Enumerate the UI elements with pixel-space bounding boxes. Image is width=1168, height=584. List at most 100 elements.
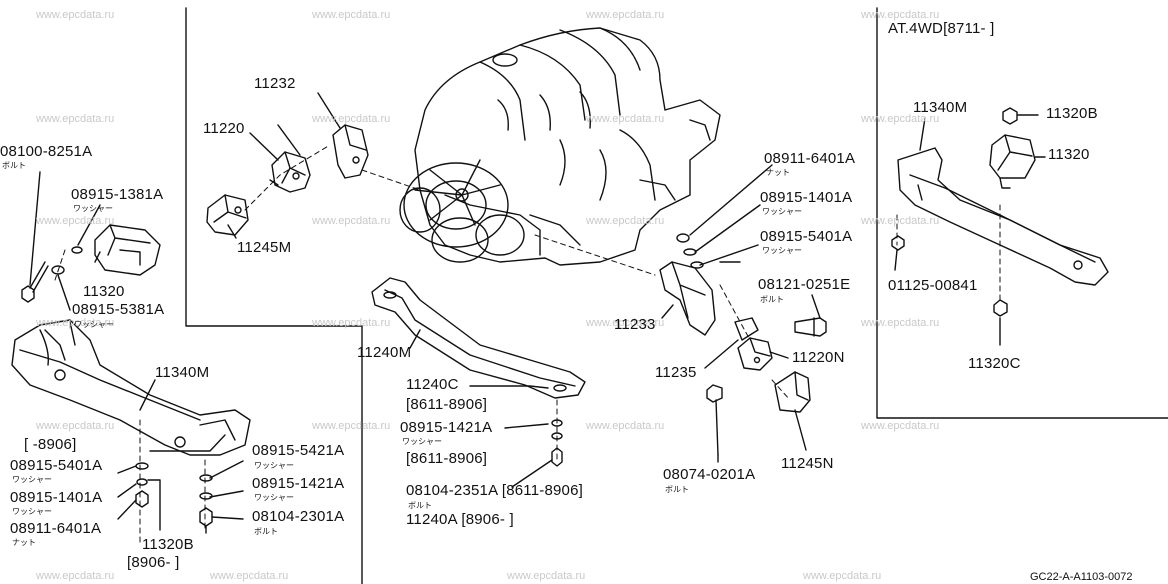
inset-nut-11320b [1002,107,1018,125]
diagram-code: GC22-A-A1103-0072 [1030,571,1133,583]
date-range-label: [8906- ] [127,554,180,571]
watermark: www.epcdata.ru [312,420,391,432]
watermark: www.epcdata.ru [861,113,940,125]
watermark: www.epcdata.ru [507,570,586,582]
watermark: www.epcdata.ru [36,317,115,329]
left-panel-border [185,7,363,584]
part-label-08121-0251e: 08121-0251E [758,276,851,293]
part-label-08911-6401a: 08911-6401A [10,520,102,537]
part-label-11240c: 11240C [406,376,459,393]
part-sublabel: ワッシャー [402,437,442,446]
inset-title: AT.4WD[8711- ] [888,20,995,37]
watermark: www.epcdata.ru [861,215,940,227]
watermark: www.epcdata.ru [861,420,940,432]
mount-11320-left [94,224,161,276]
date-range-label: [8611-8906] [406,396,488,413]
part-label-08915-1421a: 08915-1421A [252,475,345,492]
part-sublabel: ボルト [2,161,26,170]
part-label-11340m: 11340M [155,364,210,381]
part-label-11240a: 11240A [8906- ] [406,511,514,528]
bolt-08121-0251e [794,317,827,337]
watermark: www.epcdata.ru [861,317,940,329]
watermark: www.epcdata.ru [36,215,115,227]
crossmember-11240m [371,277,586,399]
watermark: www.epcdata.ru [803,570,882,582]
part-label-08074-0201a: 08074-0201A [663,466,756,483]
part-sublabel: ワッシャー [762,246,802,255]
engine-block [399,27,721,266]
part-sublabel: ワッシャー [12,507,52,516]
watermark: www.epcdata.ru [312,317,391,329]
watermark: www.epcdata.ru [312,113,391,125]
watermark: www.epcdata.ru [312,215,391,227]
part-sublabel: ワッシャー [73,204,113,213]
part-sublabel: ワッシャー [12,475,52,484]
part-label-11320b-inset: 11320B [1046,105,1098,122]
watermark: www.epcdata.ru [210,570,289,582]
watermark: www.epcdata.ru [861,9,940,21]
date-range-label: [8611-8906] [406,450,488,467]
part-label-11245n: 11245N [781,455,834,472]
part-sublabel: ボルト [665,485,689,494]
part-label-08915-5421a: 08915-5421A [252,442,345,459]
inset-nut-11320c [993,299,1008,317]
part-label-11320b: 11320B [142,536,194,553]
bracket-11233 [659,261,716,336]
part-label-11320-inset: 11320 [1048,146,1090,163]
insulator-11220n [737,337,773,371]
part-label-08100-8251a: 08100-8251A [0,143,93,160]
inset-crossmember-11340m [897,147,1109,286]
inset-border [876,7,1168,419]
part-label-11240m: 11240M [357,344,412,361]
part-sublabel: ボルト [254,527,278,536]
part-sublabel: ワッシャー [74,320,114,329]
watermark: www.epcdata.ru [36,420,115,432]
watermark: www.epcdata.ru [36,570,115,582]
watermark: www.epcdata.ru [586,420,665,432]
inset-bolt-01125 [891,235,905,251]
part-label-08915-5401a-right: 08915-5401A [760,228,853,245]
part-label-11235: 11235 [655,364,697,381]
part-label-08915-1401a-right: 08915-1401A [760,189,853,206]
crossmember-11340m-left [11,319,251,456]
bolt-08100-8251a [21,261,49,303]
watermark: www.epcdata.ru [36,9,115,21]
inset-mount-11320 [989,134,1036,189]
watermark: www.epcdata.ru [586,9,665,21]
part-label-08915-5401a: 08915-5401A [10,457,103,474]
part-label-11220n: 11220N [792,349,845,366]
part-sublabel: ボルト [408,501,432,510]
bracket-11232 [332,124,369,179]
bolt-08074-0201a [706,384,723,456]
date-range-label: [ -8906] [24,436,77,453]
part-label-11320: 11320 [83,283,125,300]
watermark: www.epcdata.ru [586,113,665,125]
part-label-11320c-inset: 11320C [968,355,1021,372]
part-label-11232: 11232 [254,75,296,92]
part-label-08911-6401a-right: 08911-6401A [764,150,856,167]
part-label-11340m-inset: 11340M [913,99,968,116]
part-label-11220: 11220 [203,120,245,137]
part-label-08915-1381a: 08915-1381A [71,186,164,203]
part-label-08104-2301a: 08104-2301A [252,508,345,525]
part-label-08104-2351a: 08104-2351A [8611-8906] [406,482,583,499]
bracket-11245m [206,194,249,236]
watermark: www.epcdata.ru [312,9,391,21]
part-label-08915-1421a-center: 08915-1421A [400,419,493,436]
watermark: www.epcdata.ru [36,113,115,125]
bracket-11245n [774,371,811,413]
part-sublabel: ナット [766,168,790,177]
watermark: www.epcdata.ru [586,215,665,227]
part-sublabel: ボルト [760,295,784,304]
part-sublabel: ナット [12,538,36,547]
part-sublabel: ワッシャー [254,461,294,470]
watermark: www.epcdata.ru [586,317,665,329]
part-label-01125-00841: 01125-00841 [888,277,978,294]
part-label-08915-5381a: 08915-5381A [72,301,165,318]
part-label-11233: 11233 [614,316,656,333]
part-label-11245m: 11245M [237,239,292,256]
plate-11235 [734,317,759,341]
part-sublabel: ワッシャー [762,207,802,216]
insulator-11220 [269,151,311,193]
